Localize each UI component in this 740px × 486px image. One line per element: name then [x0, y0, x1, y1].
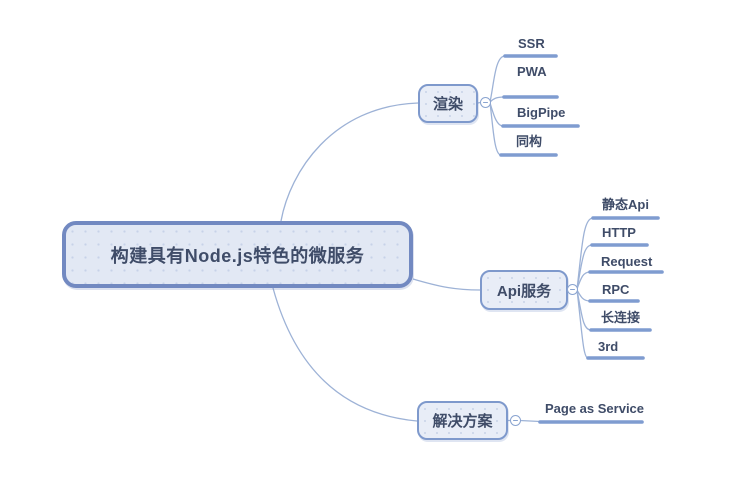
branch-topic-label: 渲染: [432, 96, 463, 113]
leaf-topic-pwa[interactable]: PWA: [517, 64, 547, 79]
leaf-topic-3rd[interactable]: 3rd: [598, 339, 619, 354]
curve-render-to-pwa: [489, 96, 505, 103]
stub-render: [477, 101, 481, 104]
collapse-toggle-solution[interactable]: [510, 415, 521, 426]
curve-central-to-render: [280, 102, 419, 222]
curve-render-to-tonggou: [489, 102, 502, 156]
collapse-toggle-render[interactable]: [480, 97, 491, 108]
leaf-topic-tonggou[interactable]: 同构: [516, 134, 543, 149]
leaf-topic-request[interactable]: Request: [601, 254, 653, 269]
leaf-topic-ssr[interactable]: SSR: [518, 36, 545, 51]
leaf-topic-bigpipe[interactable]: BigPipe: [517, 105, 566, 120]
leaf-topic-long-connection[interactable]: 长连接: [601, 310, 641, 325]
central-topic[interactable]: 构建具有Node.js特色的微服务: [62, 221, 413, 288]
central-topic-label: 构建具有Node.js特色的微服务: [110, 245, 365, 266]
branch-topic-solution[interactable]: 解决方案: [417, 401, 508, 440]
curve-central-to-solution: [272, 287, 418, 422]
minus-icon: [513, 419, 518, 422]
leaf-topic-rpc[interactable]: RPC: [602, 282, 630, 297]
curve-central-to-api: [412, 278, 481, 291]
leaf-topic-http[interactable]: HTTP: [602, 225, 636, 240]
minus-icon: [483, 101, 488, 104]
leaf-topic-page-as-service[interactable]: Page as Service: [545, 401, 645, 416]
curve-api-to-http: [576, 244, 593, 290]
branch-topic-render[interactable]: 渲染: [418, 84, 478, 123]
curve-solution-to-pas: [519, 419, 541, 423]
collapse-toggle-api-service[interactable]: [567, 284, 578, 295]
branch-topic-label: 解决方案: [432, 413, 493, 430]
curve-render-to-ssr: [489, 55, 506, 103]
minus-icon: [570, 288, 575, 291]
curve-api-to-staticapi: [576, 217, 594, 290]
branch-topic-api-service[interactable]: Api服务: [480, 270, 568, 310]
branch-topic-label: Api服务: [496, 282, 552, 300]
leaf-topic-static-api[interactable]: 静态Api: [602, 197, 649, 212]
